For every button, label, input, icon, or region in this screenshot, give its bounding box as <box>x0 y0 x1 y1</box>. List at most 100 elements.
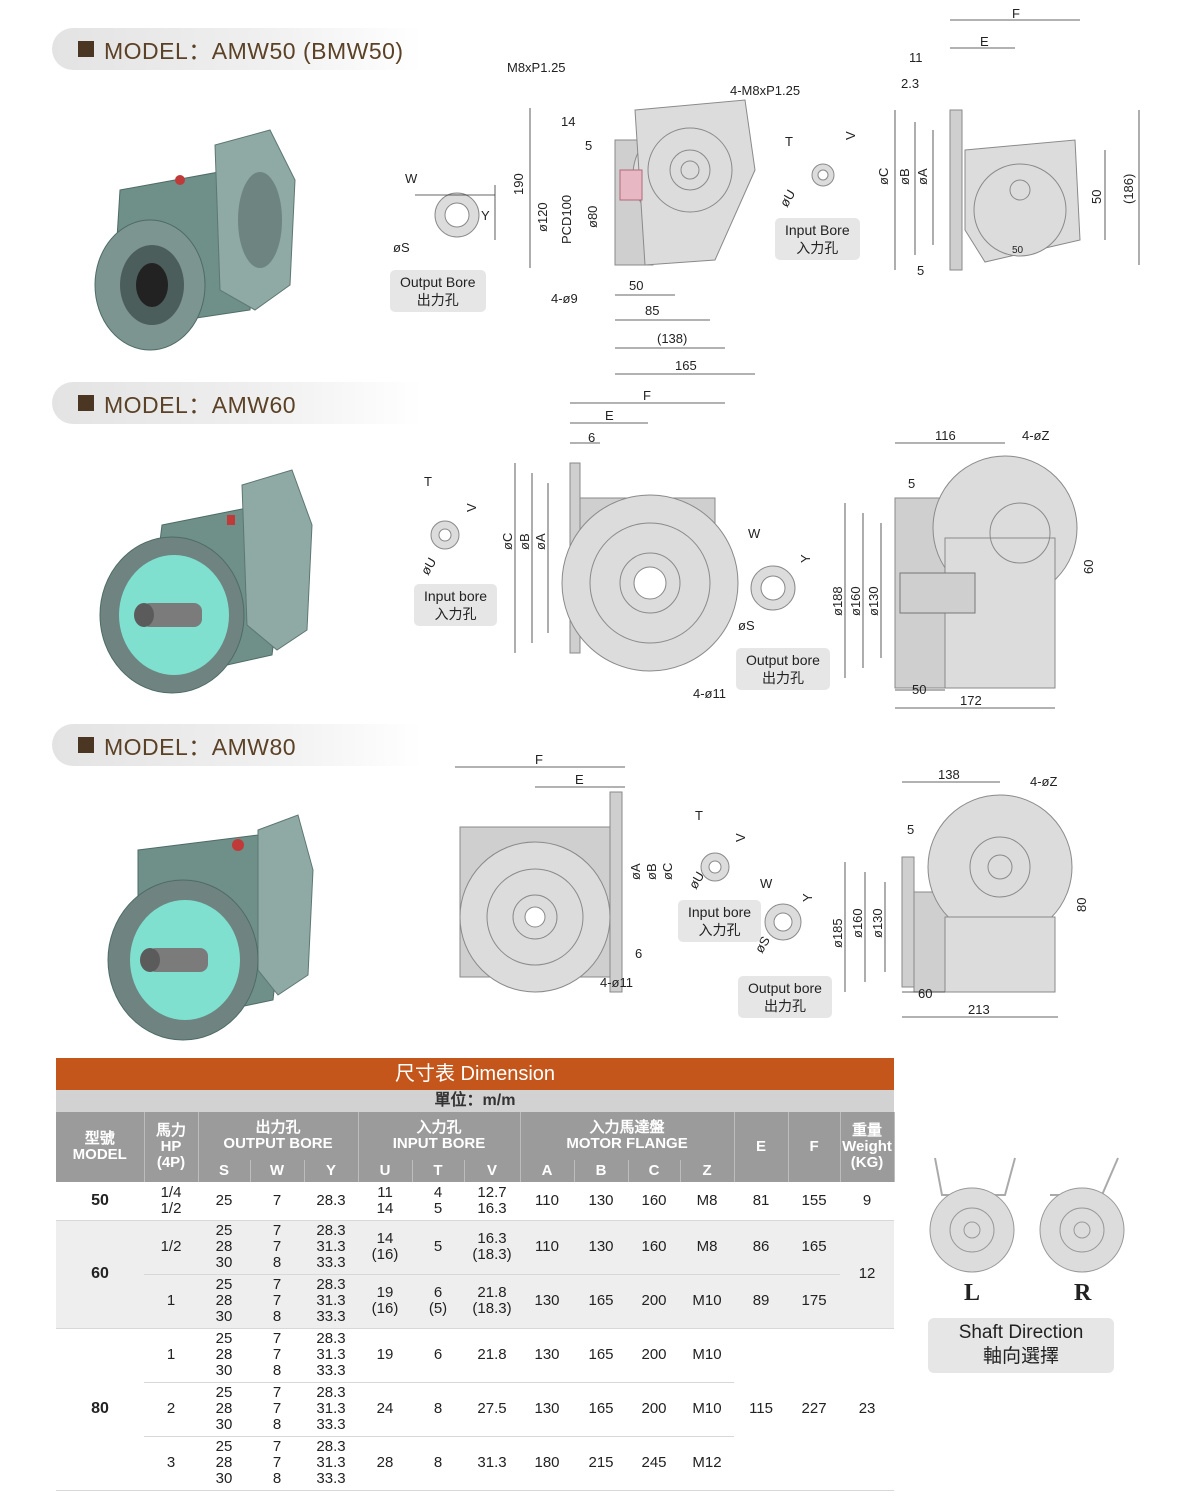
dim-60: 60 <box>1081 560 1096 574</box>
cell-w-value: 7 <box>272 1330 282 1347</box>
header-model-en: MODEL <box>72 1146 127 1163</box>
dim-e: E <box>575 772 584 787</box>
dim-116: 116 <box>935 428 956 443</box>
section-title-text: MODEL：AMW60 <box>104 392 297 418</box>
cell-w-value: 8 <box>272 1470 282 1487</box>
cell-w: 7 <box>250 1182 304 1221</box>
cell-b: 165 <box>574 1382 629 1437</box>
cell-c: 160 <box>628 1182 681 1221</box>
cell-w-value: 7 <box>272 1438 282 1455</box>
cell-u-stack: 19(16) <box>358 1285 412 1317</box>
cell-a: 110 <box>520 1220 575 1275</box>
shaft-direction-diagram <box>929 1157 1125 1273</box>
cell-hp: 2 <box>144 1382 198 1437</box>
cell-s-value: 28 <box>215 1400 233 1417</box>
dim-v: V <box>733 833 748 842</box>
cell-t: 8 <box>412 1382 465 1437</box>
cell-y-value: 33.3 <box>316 1470 346 1487</box>
gearbox-photo-amw50 <box>94 129 296 351</box>
subheader-row: S W Y U T V A B C Z <box>56 1160 894 1182</box>
dim-u: øU <box>777 187 799 210</box>
header-t: T <box>412 1160 465 1182</box>
cell-b: 165 <box>574 1274 629 1329</box>
dim-4-m8-thread: 4-M8xP1.25 <box>730 83 800 98</box>
header-z: Z <box>680 1160 735 1182</box>
dim-pcd100: PCD100 <box>559 195 574 244</box>
cell-s-value: 30 <box>215 1416 233 1433</box>
dim-5: 5 <box>908 476 915 491</box>
cell-weight: 12 <box>840 1220 895 1329</box>
cell-v-value: 16.3 <box>477 1230 507 1247</box>
cell-v: 16.3(18.3) <box>464 1220 521 1275</box>
dim-t: T <box>424 474 432 489</box>
cell-t-value: (5) <box>428 1300 448 1317</box>
section-title-amw50: MODEL：AMW50 (BMW50) <box>52 28 422 70</box>
bullet-square-icon <box>78 395 94 411</box>
cell-s: 25 <box>198 1182 250 1221</box>
cell-hp-stack: 1 <box>144 1293 198 1309</box>
cell-v-stack: 16.3(18.3) <box>464 1231 520 1263</box>
cell-s-value: 28 <box>215 1238 233 1255</box>
header-e: E <box>734 1112 789 1182</box>
table-unit: 單位：m/m <box>56 1090 894 1112</box>
label-zh: 入力孔 <box>698 922 741 938</box>
cell-hp-value: 1/2 <box>160 1238 182 1255</box>
label-en: Input bore <box>688 904 752 920</box>
dim-213: 213 <box>968 1002 990 1017</box>
cell-v-value: 31.3 <box>477 1454 507 1471</box>
header-v: V <box>464 1160 521 1182</box>
cell-y-value: 31.3 <box>316 1238 346 1255</box>
cell-f: 227 <box>788 1328 841 1491</box>
dim-2-3: 2.3 <box>901 76 919 91</box>
label-zh: 出力孔 <box>763 998 806 1014</box>
drawing-amw60: T V øU F E 6 øC øB øA W Y øS 4-ø11 116 4… <box>418 388 1096 709</box>
section-title-amw80: MODEL：AMW80 <box>52 724 422 766</box>
cell-v-stack: 31.3 <box>464 1455 520 1471</box>
cell-hp-value: 2 <box>166 1400 176 1417</box>
section-title-text: MODEL：AMW80 <box>104 734 297 760</box>
cell-t-value: 8 <box>433 1400 443 1417</box>
dim-w: W <box>405 171 418 186</box>
cell-u-value: 11 <box>377 1183 393 1201</box>
cell-u-value: (16) <box>371 1246 399 1263</box>
header-input-en: INPUT BORE <box>392 1135 486 1152</box>
output-bore-label-amw80: Output bore 出力孔 <box>738 976 832 1018</box>
header-hp-zh: 馬力 <box>155 1122 186 1139</box>
cell-s-value: 30 <box>215 1362 233 1379</box>
dim-6: 6 <box>588 430 595 445</box>
dim-t: T <box>785 134 793 149</box>
cell-t-stack: 8 <box>412 1455 464 1471</box>
cell-u-stack: 24 <box>358 1401 412 1417</box>
cell-s-value: 25 <box>215 1384 233 1401</box>
cell-y-value: 31.3 <box>316 1400 346 1417</box>
cell-t-value: 5 <box>433 1199 443 1217</box>
dim-oc: øC <box>876 168 891 185</box>
cell-y-stack: 28.3 <box>304 1191 358 1209</box>
cell-t-value: 4 <box>433 1183 443 1201</box>
input-bore-label-amw80: Input bore 入力孔 <box>678 900 762 942</box>
cell-v-value: 27.5 <box>477 1400 507 1417</box>
dim-ob: øB <box>644 863 659 880</box>
cell-hp-stack: 2 <box>144 1401 198 1417</box>
dim-4-oz: 4-øZ <box>1022 428 1050 443</box>
cell-u-value: 28 <box>376 1454 394 1471</box>
cell-v-value: (18.3) <box>472 1246 512 1263</box>
dim-50: 50 <box>912 682 926 697</box>
dim-f: F <box>1012 6 1020 21</box>
cell-y-value: 28.3 <box>316 1191 346 1209</box>
cell-f: 165 <box>788 1220 841 1275</box>
cell-v-value: 21.8 <box>477 1284 507 1301</box>
